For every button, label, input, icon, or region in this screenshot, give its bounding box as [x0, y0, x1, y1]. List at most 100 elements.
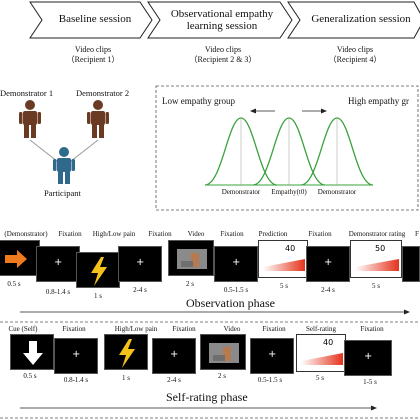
note-line: （Recipient 4）: [328, 55, 382, 64]
duration-label: 0.5 s: [7, 280, 21, 288]
duration-label: 2-4 s: [167, 376, 181, 384]
duration-label: 2-4 s: [133, 286, 147, 294]
fixation-cross-icon: +: [268, 349, 277, 360]
arrowhead-icon: [250, 108, 256, 114]
arrowhead-icon: [321, 108, 327, 114]
fixation-screen: +: [344, 340, 392, 376]
fixation-screen: +: [36, 246, 80, 282]
empathy-panel-frame: [155, 85, 419, 211]
session-chevron-generalization: [287, 1, 420, 39]
trial-label: High/Low pain: [114, 325, 158, 333]
trial-label: Fixation: [308, 230, 332, 238]
session-title-text: learning session: [186, 20, 258, 32]
duration-label: 1-5 s: [363, 378, 377, 386]
trial-label: (Demonstrator): [4, 230, 48, 238]
right-arrow-icon: [5, 250, 27, 268]
arrowhead-icon: [371, 405, 377, 411]
duration-label: 5 s: [280, 282, 288, 290]
duration-label: 0.5-1.5 s: [223, 286, 249, 294]
down-arrow-icon: [23, 341, 43, 365]
observation-phase-label: Observation phase: [186, 296, 275, 310]
curve-label-empathy: Empathy(t0): [271, 188, 307, 196]
trial-label: F: [415, 230, 419, 238]
demonstrator-2-label: Demonstrator 2: [76, 88, 130, 98]
demonstrator-2-icon: [87, 100, 109, 138]
demonstrator-1-label: Demonstrator 1: [0, 88, 54, 98]
duration-label: 0.8-1.4 s: [45, 288, 71, 296]
trial-label: Fixation: [58, 230, 82, 238]
high-empathy-group-label: High empathy gr: [348, 96, 409, 106]
session-title-text: Observational empathy: [170, 8, 274, 20]
session-note-learning: Video clips （Recipient 2 & 3）: [178, 45, 268, 65]
fixation-cross-icon: +: [72, 349, 81, 360]
trial-label: Fixation: [262, 325, 286, 333]
lightning-bolt-icon: [119, 339, 135, 368]
curve-label-demonstrator-left: Demonstrator: [221, 188, 261, 196]
video-frame-icon: [209, 343, 239, 363]
rating-scale-icon: [301, 353, 343, 365]
trial-label: Video: [187, 230, 205, 238]
trial-label: Fixation: [62, 325, 86, 333]
prediction-rating-screen: 40: [258, 240, 308, 278]
demonstrator-rating-screen: 50: [350, 240, 402, 278]
fixation-cross-icon: +: [364, 351, 373, 362]
duration-label: 0.5 s: [23, 372, 37, 380]
duration-label: 1 s: [94, 292, 102, 300]
connector-line: [65, 139, 99, 166]
fixation-screen: +: [250, 338, 294, 374]
fixation-screen: +: [152, 338, 196, 374]
session-title-baseline: Baseline session: [50, 13, 140, 25]
video-screen: [200, 334, 246, 370]
trial-label: Fixation: [172, 325, 196, 333]
cue-screen: [10, 334, 54, 370]
duration-label: 0.5-1.5 s: [257, 376, 283, 384]
participant-label: Participant: [44, 188, 81, 198]
note-line: Video clips: [336, 45, 374, 54]
fixation-cross-icon: +: [232, 257, 241, 268]
participant-icon: [53, 147, 75, 184]
duration-label: 0.8-1.4 s: [63, 376, 89, 384]
session-title-generalization: Generalization session: [302, 13, 420, 25]
session-chevron-learning: [147, 1, 293, 39]
session-title-text: Baseline session: [58, 13, 132, 25]
pain-cue-screen: [76, 252, 120, 288]
duration-label: 5 s: [372, 282, 380, 290]
video-frame-icon: [177, 249, 207, 269]
connector-line: [29, 139, 63, 166]
fixation-screen: +: [214, 246, 258, 282]
pain-cue-screen: [104, 334, 148, 370]
fixation-cross-icon: +: [54, 257, 63, 268]
cue-screen: [0, 240, 40, 276]
trial-label: Cue (Self): [8, 325, 38, 333]
trial-label: Fixation: [148, 230, 172, 238]
demonstrator-rating-value: 50: [375, 244, 386, 253]
session-note-baseline: Video clips （Recipient 1）: [48, 45, 138, 65]
session-note-generalization: Video clips （Recipient 4）: [310, 45, 400, 65]
note-line: （Recipient 1）: [66, 55, 120, 64]
prediction-rating-value: 40: [285, 244, 296, 253]
fixation-screen: +: [118, 246, 162, 282]
duration-label: 2-4 s: [321, 286, 335, 294]
rating-scale-icon: [263, 259, 305, 271]
trial-label: Video: [223, 325, 241, 333]
trial-label: Fixation: [360, 325, 384, 333]
self-rating-screen: 40: [296, 334, 346, 372]
fixation-cross-icon: +: [136, 257, 145, 268]
trial-label: Self-rating: [306, 325, 336, 333]
fixation-cross-icon: +: [170, 349, 179, 360]
rating-scale-icon: [355, 259, 399, 271]
self-rating-phase-label: Self-rating phase: [166, 390, 248, 404]
trial-label: Fixation: [220, 230, 244, 238]
duration-label: 1 s: [122, 374, 130, 382]
session-title-learning: Observational empathy learning session: [160, 8, 284, 32]
trial-label: Demonstrator rating: [348, 230, 406, 238]
trial-label: Prediction: [258, 230, 288, 238]
fixation-cross-icon: +: [324, 257, 333, 268]
curve-label-demonstrator-right: Demonstrator: [317, 188, 357, 196]
fixation-screen-partial: [402, 246, 420, 282]
lightning-bolt-icon: [91, 257, 107, 286]
note-line: Video clips: [74, 45, 112, 54]
arrowhead-icon: [404, 309, 410, 315]
note-line: Video clips: [204, 45, 242, 54]
